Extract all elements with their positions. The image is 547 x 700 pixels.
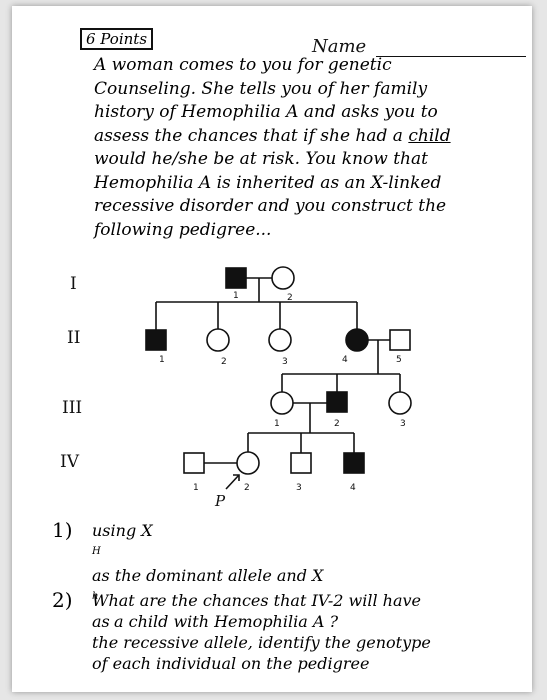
generation-label-II: II xyxy=(67,328,81,348)
gen4-affected-male xyxy=(343,452,365,474)
generation-label-I: I xyxy=(70,274,77,294)
intro-line: recessive disorder and you construct the xyxy=(94,196,447,216)
q1-text-b: as the dominant allele and X xyxy=(92,566,324,586)
intro-line: A woman comes to you for genetic xyxy=(94,55,392,75)
gen2-female xyxy=(206,328,230,352)
generation-label-IV: IV xyxy=(60,452,79,472)
indiv-label: 2 xyxy=(244,483,250,493)
name-blank-line xyxy=(376,56,526,57)
gen2-female xyxy=(268,328,292,352)
intro-line: following pedigree... xyxy=(94,219,272,240)
indiv-label: 2 xyxy=(287,293,293,303)
intro-paragraph: A woman comes to you for genetic Counsel… xyxy=(94,54,514,242)
indiv-label: 2 xyxy=(221,357,227,367)
generation-label-III: III xyxy=(62,398,83,418)
proband-label: P xyxy=(214,492,226,510)
indiv-label: 5 xyxy=(396,355,402,365)
gen2-male xyxy=(389,329,411,351)
indiv-label: 1 xyxy=(159,355,165,365)
indiv-label: 1 xyxy=(274,419,280,429)
proband-arrow xyxy=(225,474,240,490)
gen4-male xyxy=(290,452,312,474)
indiv-label: 1 xyxy=(193,483,199,493)
indiv-label: 1 xyxy=(233,291,239,301)
indiv-label: 4 xyxy=(342,355,348,365)
intro-line: assess the chances that if she had a chi… xyxy=(94,125,514,149)
allele-superscript-dominant: H xyxy=(92,546,101,557)
intro-line: Counseling. She tells you of her family xyxy=(94,78,428,99)
question-line: a child with Hemophilia A ? xyxy=(114,612,339,631)
indiv-label: 3 xyxy=(282,357,288,367)
gen1-affected-male xyxy=(225,267,247,289)
indiv-label: 3 xyxy=(400,419,406,429)
gen1-female xyxy=(271,266,295,290)
question-line: using X H as the dominant allele and X h a… xyxy=(92,520,431,632)
question-number: 1) xyxy=(52,518,73,542)
intro-line: Hemophilia A is inherited as an X-linked xyxy=(94,172,442,193)
question-1: 1) using X H as the dominant allele and X… xyxy=(52,518,522,673)
gen3-affected-male xyxy=(326,391,348,413)
pedigree-chart: 1 2 1 2 3 4 5 1 2 3 1 2 3 4 P xyxy=(145,266,412,510)
question-line: What are the chances that IV-2 will have xyxy=(92,591,422,610)
gen2-affected-male xyxy=(145,329,167,351)
indiv-label: 3 xyxy=(296,483,302,493)
question-line: of each individual on the pedigree xyxy=(92,653,370,673)
gen3-female xyxy=(270,391,294,415)
question-2: 2) What are the chances that IV-2 will h… xyxy=(52,590,522,636)
points-box: 6 Points xyxy=(80,28,154,50)
gen4-male xyxy=(183,452,205,474)
gen2-affected-female xyxy=(345,328,369,352)
gen3-female xyxy=(388,391,412,415)
name-label: Name xyxy=(312,36,367,57)
gen4-proband-female xyxy=(236,451,260,475)
question-text: using X H as the dominant allele and X h a… xyxy=(92,520,431,674)
indiv-label: 2 xyxy=(334,419,340,429)
allele-superscript-recessive: h xyxy=(92,591,99,603)
q1-text-c: as xyxy=(92,611,110,631)
q1-text-a: using X xyxy=(92,521,153,540)
indiv-label: 4 xyxy=(350,483,356,493)
proband-arrowhead xyxy=(233,474,240,481)
worksheet-page: 6 Points Name A woman comes to you for g… xyxy=(12,6,532,692)
question-line: the recessive allele, identify the genot… xyxy=(92,632,431,652)
intro-line-text: assess the chances that if she had a xyxy=(94,125,403,146)
intro-line: would he/she be at risk. You know that xyxy=(94,149,428,169)
underlined-word-child: child xyxy=(408,125,451,146)
question-number: 2) xyxy=(52,588,73,612)
question-text: What are the chances that IV-2 will have… xyxy=(92,590,421,632)
intro-line: history of Hemophilia A and asks you to xyxy=(94,102,438,122)
